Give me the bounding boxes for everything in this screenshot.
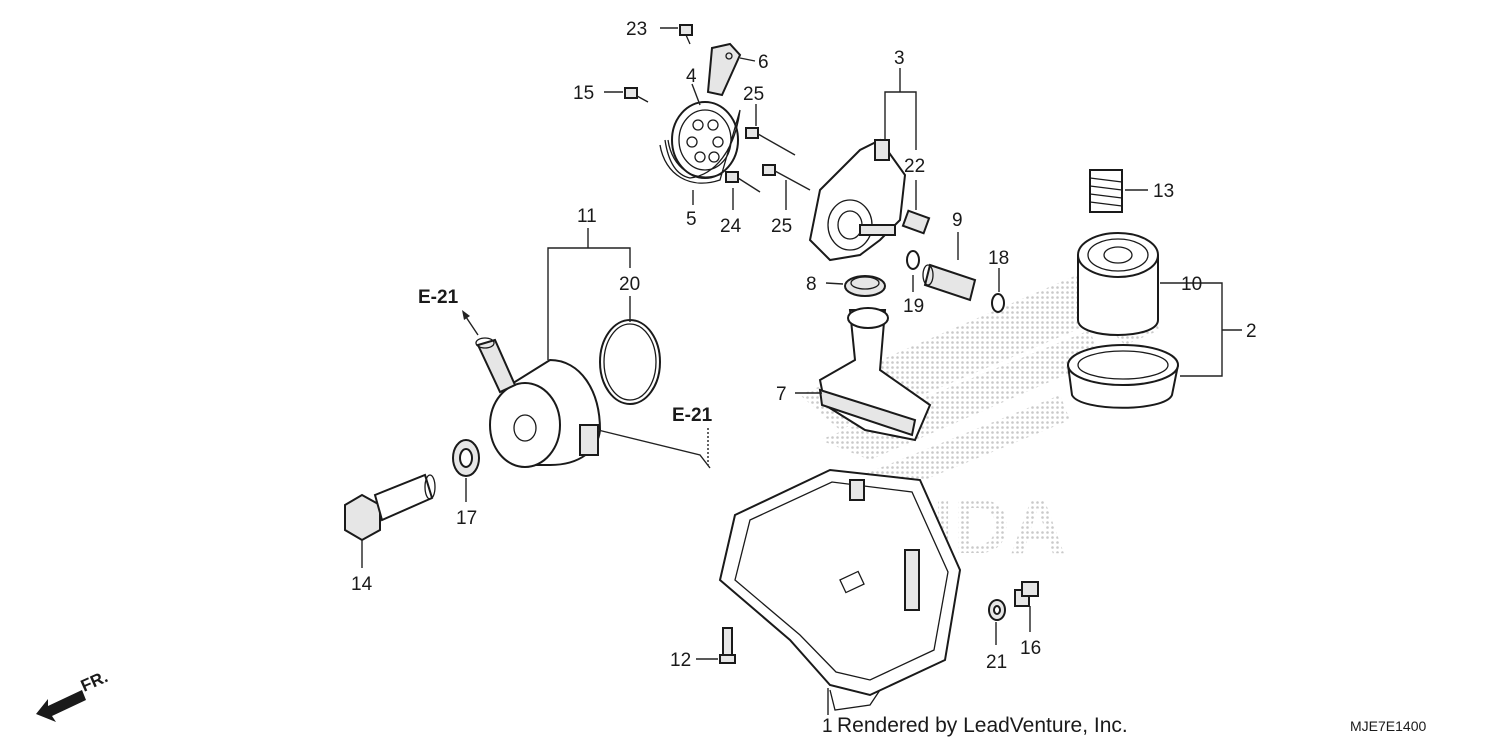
callout-14: 14 [351,574,373,595]
part-5-chain [659,109,741,184]
callout-6: 6 [758,52,769,73]
callout-16: 16 [1020,638,1041,659]
part-23-bolt [679,24,693,45]
callout-17: 17 [456,508,477,529]
callout-2: 2 [1246,321,1257,342]
render-credit: Rendered by LeadVenture, Inc. [837,714,1128,737]
front-direction-label: FR. [78,667,111,695]
callout-9: 9 [952,210,963,231]
callout-24: 24 [720,216,742,237]
part-18-o-ring [991,293,1005,313]
part-19-o-ring [906,250,920,270]
callout-10: 10 [1181,274,1202,295]
part-6-chain-guide [706,42,742,97]
part-3-oil-pump [808,138,907,262]
part-1-oil-pan [718,468,962,711]
part-9-joint-pipe [922,263,977,302]
reference-e21-left: E-21 [418,287,459,308]
part-12-bolt [719,627,736,664]
callout-7: 7 [776,384,787,405]
part-16-drain-bolt [1014,581,1039,607]
callout-19: 19 [903,296,924,317]
part-24-bolt [725,171,761,193]
callout-25-upper: 25 [743,84,764,105]
part-21-washer [988,599,1006,621]
part-20-o-ring [599,319,661,405]
leader-lines [361,27,1242,715]
front-direction-arrow [36,690,86,722]
callout-3: 3 [894,48,905,69]
part-2-filter-cover [1067,344,1179,409]
part-4-sprocket [671,101,739,179]
reference-e21-right: E-21 [672,405,713,426]
part-8-oil-seal [844,275,886,297]
part-10-oil-filter-cartridge [1077,232,1159,336]
part-13-spring [1089,169,1123,213]
callout-21: 21 [986,652,1007,673]
callout-12: 12 [670,650,691,671]
part-25-bolt-lower [762,164,811,191]
callout-15: 15 [573,83,594,104]
part-11-oil-cooler [475,337,602,468]
callout-20: 20 [619,274,640,295]
callout-11: 11 [577,206,597,227]
callout-22: 22 [904,156,925,177]
part-22-dowel-pin [901,209,931,235]
part-14-center-bolt [344,473,436,542]
part-25-bolt-upper [745,127,796,156]
diagram-code: MJE7E1400 [1350,718,1426,734]
callout-18: 18 [988,248,1009,269]
part-15-bolt [624,87,649,103]
callout-4: 4 [686,66,697,87]
callout-23: 23 [626,19,647,40]
callout-5: 5 [686,209,697,230]
callout-1: 1 [822,716,833,737]
callout-8: 8 [806,274,817,295]
callout-13: 13 [1153,181,1174,202]
part-7-oil-strainer [818,307,932,442]
callout-25-lower: 25 [771,216,792,237]
part-17-washer [452,439,480,477]
